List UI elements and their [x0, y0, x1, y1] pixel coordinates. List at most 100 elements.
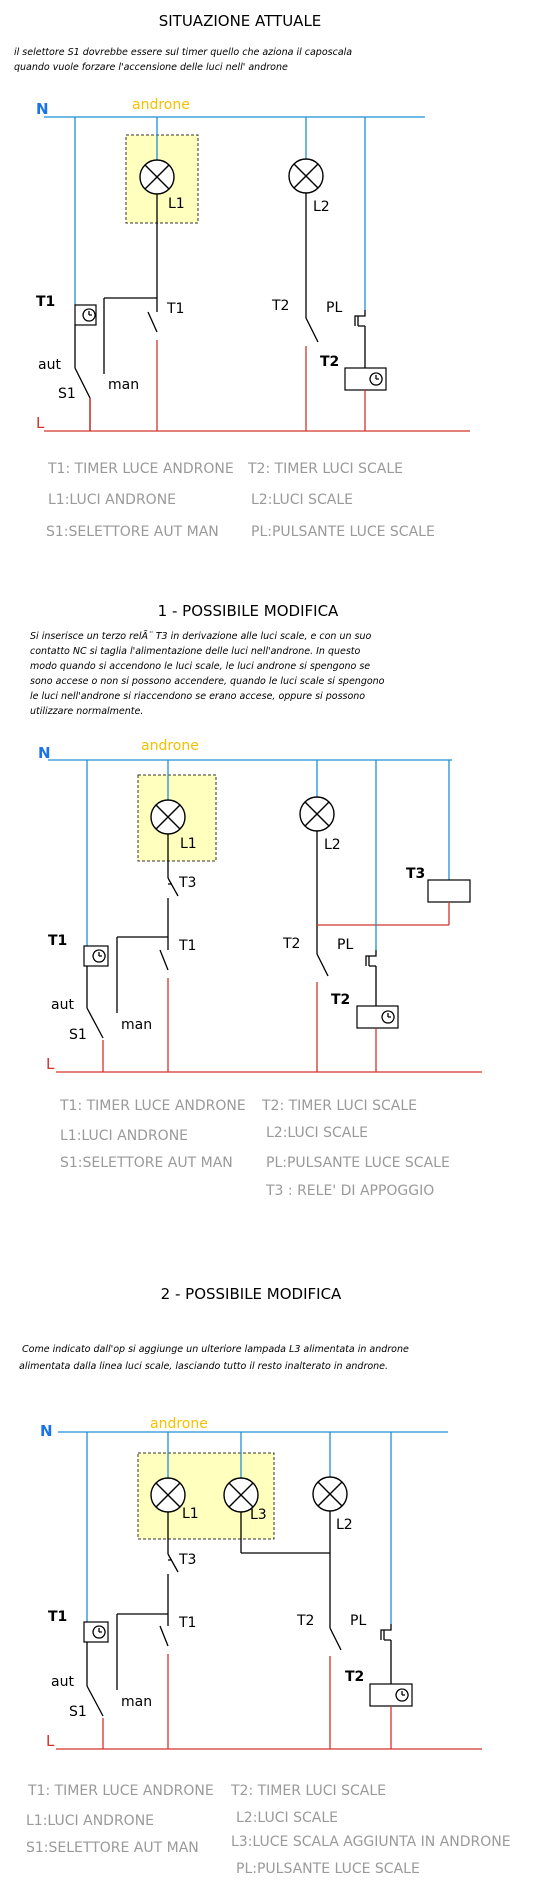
legend-item: PL:PULSANTE LUCE SCALE — [266, 1155, 450, 1171]
contact-t2-label: T2 — [296, 1613, 314, 1629]
pushbutton-pl — [380, 1624, 392, 1641]
legend-item: T2: TIMER LUCI SCALE — [261, 1098, 417, 1114]
neutral-label: N — [36, 100, 49, 118]
timer-t1-label: T1 — [48, 933, 67, 949]
lamp-l3-label: L3 — [250, 1507, 267, 1523]
legend-item: L2:LUCI SCALE — [251, 492, 353, 508]
legend-item: L1:LUCI ANDRONE — [48, 492, 176, 508]
selector-s1 — [74, 367, 91, 399]
lamp-l1-label: L1 — [182, 1506, 199, 1522]
legend-item: PL:PULSANTE LUCE SCALE — [236, 1861, 420, 1877]
legend-item: T2: TIMER LUCI SCALE — [230, 1783, 386, 1799]
selector-man-label: man — [108, 377, 139, 393]
selector-aut-label: aut — [51, 1674, 74, 1690]
section-1-desc-line-1: il selettore S1 dovrebbe essere sul time… — [14, 47, 352, 58]
timer-t2 — [369, 1683, 413, 1707]
legend-item: L3:LUCE SCALA AGGIUNTA IN ANDRONE — [231, 1834, 511, 1850]
timer-t2-label: T2 — [345, 1669, 364, 1685]
legend-item: T1: TIMER LUCE ANDRONE — [27, 1783, 214, 1799]
section-2-title: 1 - POSSIBILE MODIFICA — [158, 602, 339, 620]
timer-t1 — [83, 1621, 109, 1643]
relay-t3-label: T3 — [406, 866, 425, 882]
selector-s1-label: S1 — [58, 386, 76, 402]
section-2-modification-1: 1 - POSSIBILE MODIFICA Si inserisce un t… — [30, 602, 482, 1199]
legend-item: L1:LUCI ANDRONE — [60, 1128, 188, 1144]
lamp-l1-label: L1 — [180, 836, 197, 852]
contact-t1-label: T1 — [166, 301, 184, 317]
contact-t2-label: T2 — [282, 936, 300, 952]
selector-s1-label: S1 — [69, 1027, 87, 1043]
legend-item: S1:SELETTORE AUT MAN — [26, 1840, 199, 1856]
contact-t2-label: T2 — [271, 298, 289, 314]
androne-label: androne — [141, 738, 199, 754]
section-2-desc-line-3: modo quando si accendono le luci scale, … — [30, 661, 370, 672]
section-3-desc-line-1: Come indicato dall'op si aggiunge un ult… — [22, 1344, 409, 1355]
timer-t2 — [344, 367, 387, 391]
contact-t1-label: T1 — [178, 1615, 196, 1631]
timer-t1-label: T1 — [48, 1609, 67, 1625]
section-3-title: 2 - POSSIBILE MODIFICA — [161, 1285, 342, 1303]
contact-t3-label: T3 — [178, 1552, 196, 1568]
phase-label: L — [36, 414, 45, 432]
contact-t2 — [305, 317, 319, 343]
pushbutton-pl-label: PL — [326, 300, 342, 316]
legend-item: L2:LUCI SCALE — [236, 1810, 338, 1826]
neutral-label: N — [40, 1422, 53, 1440]
timer-t2-label: T2 — [331, 992, 350, 1008]
legend-item: L2:LUCI SCALE — [266, 1125, 368, 1141]
contact-t3-nc — [167, 877, 179, 897]
selector-man-label: man — [121, 1694, 152, 1710]
timer-t2 — [356, 1005, 399, 1029]
legend-item: T3 : RELE' DI APPOGGIO — [265, 1183, 434, 1199]
section-2-desc-line-2: contatto NC si taglia l'alimentazione de… — [30, 646, 361, 657]
section-3-modification-2: 2 - POSSIBILE MODIFICA Come indicato dal… — [19, 1285, 511, 1877]
section-2-desc-line-5: le luci nell'androne si riaccendono se e… — [30, 691, 365, 702]
timer-t1 — [74, 304, 97, 326]
section-3-desc-line-2: alimentata dalla linea luci scale, lasci… — [19, 1361, 388, 1372]
selector-s1 — [86, 1007, 104, 1039]
lamp-l2-label: L2 — [324, 837, 341, 853]
timer-t2-label: T2 — [320, 354, 339, 370]
legend-item: T2: TIMER LUCI SCALE — [247, 461, 403, 477]
contact-t1 — [147, 311, 158, 333]
lamp-l2-label: L2 — [313, 199, 330, 215]
contact-t1-label: T1 — [178, 938, 196, 954]
pushbutton-pl-label: PL — [350, 1613, 366, 1629]
legend-item: L1:LUCI ANDRONE — [26, 1813, 154, 1829]
section-2-desc-line-4: sono accese o non si possono accendere, … — [30, 676, 385, 687]
pushbutton-pl — [365, 950, 377, 967]
section-1-desc-line-2: quando vuole forzare l'accensione delle … — [14, 62, 288, 73]
phase-label: L — [46, 1055, 55, 1073]
legend-item: PL:PULSANTE LUCE SCALE — [251, 524, 435, 540]
legend-item: T1: TIMER LUCE ANDRONE — [47, 461, 234, 477]
pushbutton-pl-label: PL — [337, 937, 353, 953]
timer-t1 — [83, 945, 109, 967]
legend-item: S1:SELETTORE AUT MAN — [46, 524, 219, 540]
section-1-title: SITUAZIONE ATTUALE — [159, 12, 322, 30]
legend-item: T1: TIMER LUCE ANDRONE — [59, 1098, 246, 1114]
phase-label: L — [46, 1732, 55, 1750]
selector-aut-label: aut — [51, 997, 74, 1013]
timer-t1-label: T1 — [36, 294, 55, 310]
section-2-desc-line-6: utilizzare normalmente. — [30, 706, 143, 717]
contact-t3-nc — [167, 1553, 179, 1573]
contact-t1 — [159, 949, 169, 971]
contact-t3-label: T3 — [178, 875, 196, 891]
neutral-label: N — [38, 744, 51, 762]
relay-t3 — [427, 879, 471, 903]
selector-s1-label: S1 — [69, 1704, 87, 1720]
contact-t2 — [316, 953, 329, 977]
contact-t2 — [329, 1627, 342, 1651]
pushbutton-pl — [354, 310, 366, 327]
section-2-desc-line-1: Si inserisce un terzo relÃ¨ T3 in deriva… — [30, 631, 371, 642]
legend-item: S1:SELETTORE AUT MAN — [60, 1155, 233, 1171]
lamp-l1-label: L1 — [168, 196, 185, 212]
selector-aut-label: aut — [38, 357, 61, 373]
contact-t1 — [159, 1625, 169, 1647]
section-1-current-situation: SITUAZIONE ATTUALE il selettore S1 dovre… — [14, 12, 470, 540]
androne-label: androne — [132, 97, 190, 113]
selector-man-label: man — [121, 1017, 152, 1033]
selector-s1 — [86, 1685, 104, 1717]
androne-label: androne — [150, 1416, 208, 1432]
